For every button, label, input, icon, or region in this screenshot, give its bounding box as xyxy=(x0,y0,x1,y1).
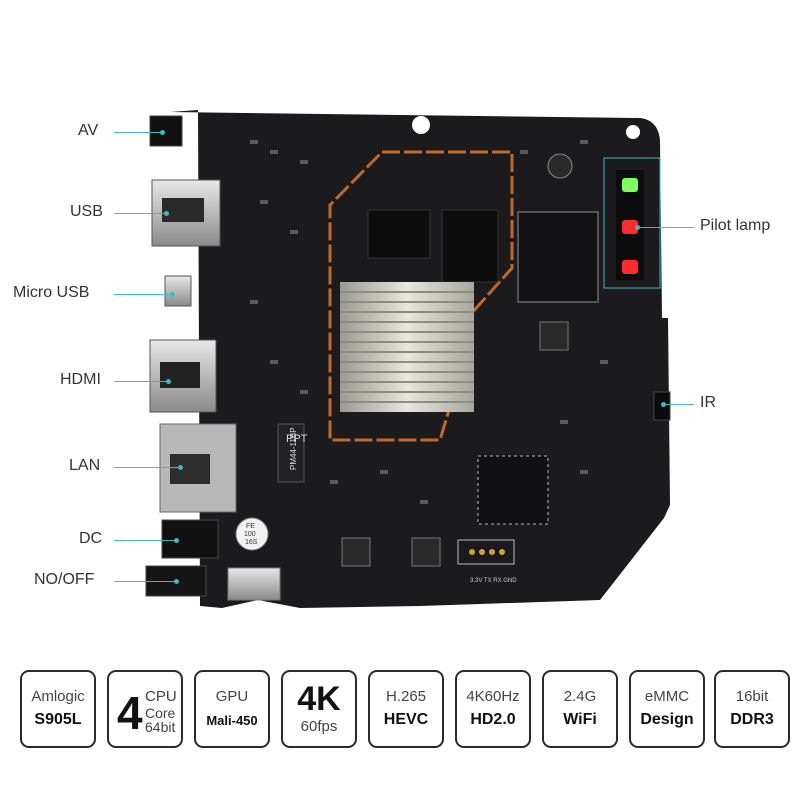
callout-micro-usb: Micro USB xyxy=(13,284,90,301)
pcb-board-illustration: PPT PM44-11BP FE 100 16S 3.3V TX RX GND xyxy=(145,110,671,608)
spec-gpu: GPU Mali-450 xyxy=(194,670,270,748)
callout-hdmi: HDMI xyxy=(60,371,101,388)
led-red-2 xyxy=(622,260,638,274)
capacitor-text-2: 100 xyxy=(244,531,256,538)
spec-gpu-model: Mali-450 xyxy=(206,713,258,728)
spec-hdmi-version: HD2.0 xyxy=(470,711,516,728)
spec-codec-name: HEVC xyxy=(383,711,429,728)
serial-header xyxy=(457,539,515,565)
board-ppt-label: PPT xyxy=(286,433,308,445)
callout-micro-usb-line xyxy=(114,292,175,297)
spec-soc-model: S905L xyxy=(34,711,82,728)
micro-usb-port xyxy=(164,275,192,307)
spec-memory-width: 16bit xyxy=(735,688,769,705)
callout-usb: USB xyxy=(70,203,103,220)
spec-badges: Amlogic S905L 4 CPU Core 64bit GPU Mali-… xyxy=(20,670,790,750)
pins-label: 3.3V TX RX GND xyxy=(470,578,517,584)
spec-cpu: 4 CPU Core 64bit xyxy=(107,670,183,748)
callout-lan: LAN xyxy=(69,457,101,474)
spec-wifi: 2.4G WiFi xyxy=(542,670,618,748)
led-red-1 xyxy=(622,220,638,234)
dc-jack xyxy=(161,519,219,559)
emmc-chip xyxy=(517,211,599,303)
spec-wifi-band: 2.4G xyxy=(563,688,597,705)
callout-usb-line xyxy=(114,211,169,216)
callout-ir: IR xyxy=(700,394,716,411)
board-photo: PPT PM44-11BP FE 100 16S 3.3V TX RX GND … xyxy=(13,110,771,608)
spec-cpu-label: CPU xyxy=(145,688,177,705)
callout-av-line xyxy=(114,130,165,135)
wifi-module xyxy=(477,455,549,525)
spec-memory-type: DDR3 xyxy=(730,711,774,728)
spec-memory: 16bit DDR3 xyxy=(714,670,790,748)
spec-wifi-label: WiFi xyxy=(563,711,597,728)
ram-chip-1 xyxy=(367,209,431,259)
spec-storage-type: eMMC xyxy=(644,688,690,705)
spec-hdmi-label: 4K60Hz xyxy=(466,688,520,705)
callout-on-off-line xyxy=(114,579,179,584)
capacitor xyxy=(235,517,269,551)
spec-4k: 4K 60fps xyxy=(281,670,357,748)
spec-storage: eMMC Design xyxy=(629,670,705,748)
board-chip-label: PM44-11BP xyxy=(289,427,298,470)
callout-dc: DC xyxy=(79,530,103,547)
spec-codec: H.265 HEVC xyxy=(368,670,444,748)
spec-gpu-label: GPU xyxy=(215,688,249,705)
callout-on-off: NO/OFF xyxy=(34,571,95,588)
inductor-2 xyxy=(411,537,441,567)
led-green xyxy=(622,178,638,192)
callout-hdmi-line xyxy=(114,379,171,384)
inductor-3 xyxy=(539,321,569,351)
crystal xyxy=(547,153,573,179)
av-jack xyxy=(149,115,183,147)
spec-codec-label: H.265 xyxy=(385,688,427,705)
spec-cpu-count: 4 xyxy=(117,687,143,739)
spec-cpu-core: Core xyxy=(145,705,176,721)
capacitor-text-1: FE xyxy=(246,523,255,530)
spec-cpu-bits: 64bit xyxy=(145,719,176,735)
spec-soc-brand: Amlogic xyxy=(31,688,85,705)
callout-dc-line xyxy=(114,538,179,543)
spec-storage-label: Design xyxy=(640,711,694,728)
spec-soc: Amlogic S905L xyxy=(20,670,96,748)
callout-ir-line xyxy=(661,402,694,407)
power-ic xyxy=(277,423,305,483)
inductor-1 xyxy=(341,537,371,567)
spec-4k-fps: 60fps xyxy=(300,718,338,735)
spec-hdmi: 4K60Hz HD2.0 xyxy=(455,670,531,748)
callout-pilot-lamp: Pilot lamp xyxy=(700,217,771,234)
ram-chip-2 xyxy=(441,209,499,283)
cap-silver xyxy=(227,567,281,601)
callout-av: AV xyxy=(78,122,99,139)
heatsink xyxy=(340,282,474,412)
spec-4k-label: 4K xyxy=(297,680,341,718)
led-panel xyxy=(603,157,661,289)
capacitor-text-3: 16S xyxy=(245,539,258,546)
callout-lan-line xyxy=(114,465,183,470)
callout-pilot-lamp-line xyxy=(635,225,694,230)
